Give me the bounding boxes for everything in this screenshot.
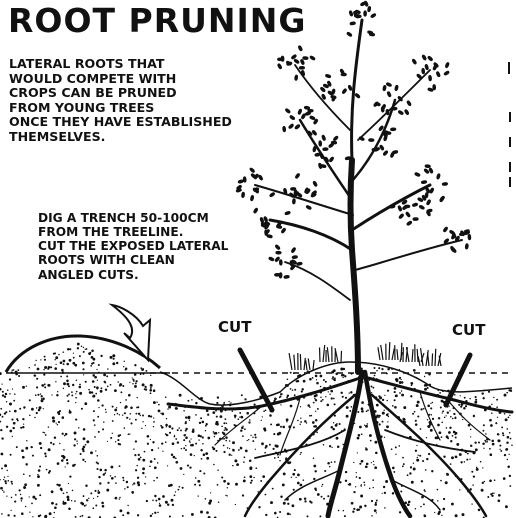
grass-tufts bbox=[289, 342, 441, 370]
soil-stipple bbox=[0, 343, 513, 518]
cut-label-right: CUT bbox=[452, 321, 485, 339]
page-title: ROOT PRUNING bbox=[8, 2, 307, 40]
cut-label-left: CUT bbox=[218, 318, 251, 336]
intro-paragraph: LATERAL ROOTS THAT WOULD COMPETE WITH CR… bbox=[9, 57, 279, 145]
cut-slash-left bbox=[240, 350, 272, 410]
instruction-paragraph: DIG A TRENCH 50-100cm FROM THE TREELINE.… bbox=[38, 211, 278, 282]
arrow-icon bbox=[112, 305, 150, 360]
cropped-text-fragments bbox=[509, 62, 510, 187]
cut-slash-right bbox=[446, 355, 470, 405]
root-system bbox=[168, 372, 512, 516]
young-tree bbox=[255, 20, 462, 372]
